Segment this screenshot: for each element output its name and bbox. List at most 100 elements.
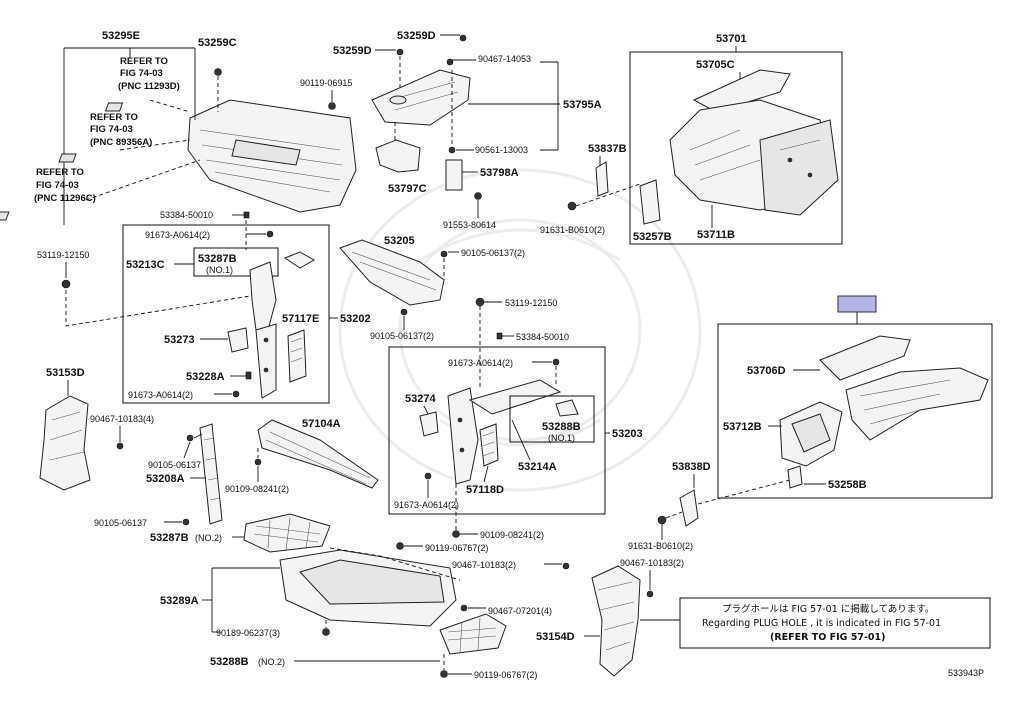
label-90467-07201[interactable]: 90467-07201(4) [488, 606, 552, 616]
box-53288b-no1 [509, 395, 595, 443]
label-53701[interactable]: 53701 [716, 33, 747, 45]
label-53797c[interactable]: 53797C [388, 183, 427, 195]
label-53214a[interactable]: 53214A [518, 461, 557, 473]
label-53257b[interactable]: 53257B [633, 231, 672, 243]
box-53287b-no1 [193, 247, 279, 277]
label-90561-13003[interactable]: 90561-13003 [475, 145, 528, 155]
label-53287b-b[interactable]: 53287B [150, 532, 189, 544]
label-90467-10183-b[interactable]: 90467-10183(2) [452, 560, 516, 570]
label-91673-a0614-d[interactable]: 91673-A0614(2) [394, 500, 459, 510]
label-53295e[interactable]: 53295E [102, 30, 140, 42]
label-53208a[interactable]: 53208A [146, 473, 185, 485]
label-91631-b0610-a[interactable]: 91631-B0610(2) [540, 225, 605, 235]
label-53838d[interactable]: 53838D [672, 461, 711, 473]
refer-2-line3[interactable]: (PNC 89356A) [90, 137, 152, 148]
label-53288b-b-no[interactable]: (NO.2) [258, 657, 285, 667]
label-53289a[interactable]: 53289A [160, 595, 199, 607]
label-91673-a0614-a[interactable]: 91673-A0614(2) [145, 230, 210, 240]
part-53153d-drawing [39, 395, 91, 491]
label-53798a[interactable]: 53798A [480, 167, 519, 179]
label-53274[interactable]: 53274 [405, 393, 436, 405]
label-90105-06137-c[interactable]: 90105-06137 [148, 460, 201, 470]
label-53202[interactable]: 53202 [340, 313, 371, 325]
label-57104a[interactable]: 57104A [302, 418, 341, 430]
part-53701-drawing [669, 69, 839, 216]
watermark-emblem [338, 168, 702, 492]
box-53203 [388, 346, 606, 515]
part-53837b-drawing [595, 161, 609, 197]
refer-2-line1[interactable]: REFER TO [90, 112, 138, 123]
part-53287b-no1-drawing [283, 251, 316, 269]
refer-2-line2[interactable]: FIG 74-03 [90, 124, 133, 135]
label-90105-06137-b[interactable]: 90105-06137(2) [370, 331, 434, 341]
part-57104a-drawing [257, 419, 379, 489]
label-90119-06767-b[interactable]: 90119-06767(2) [474, 670, 537, 680]
label-90467-10183-c[interactable]: 90467-10183(2) [620, 558, 684, 568]
part-53154d-drawing [591, 565, 641, 677]
label-53213c[interactable]: 53213C [126, 259, 165, 271]
note-box [679, 597, 991, 649]
label-90105-06137-a[interactable]: 90105-06137(2) [461, 248, 525, 258]
label-53259c[interactable]: 53259C [198, 37, 237, 49]
label-53288b-b[interactable]: 53288B [210, 656, 249, 668]
label-90189-06237[interactable]: 90189-06237(3) [216, 628, 280, 638]
label-57117e[interactable]: 57117E [282, 313, 319, 325]
part-53706d-drawing [819, 335, 989, 441]
label-90109-08241-a[interactable]: 90109-08241(2) [225, 484, 289, 494]
part-53203-drawing [447, 379, 562, 485]
label-53706d[interactable]: 53706D [747, 365, 786, 377]
part-53257b-drawing [639, 179, 661, 225]
label-53119-12150-a[interactable]: 53119-12150 [37, 250, 89, 260]
label-53288b-a-no[interactable]: (NO.1) [548, 433, 575, 443]
label-53154d[interactable]: 53154D [536, 631, 575, 643]
part-53258b-drawing [787, 465, 803, 489]
note-line3: (REFER TO FIG 57-01) [770, 632, 885, 643]
label-53203[interactable]: 53203 [612, 428, 643, 440]
label-53287b-a[interactable]: 53287B [198, 253, 237, 265]
label-57118d[interactable]: 57118D [466, 484, 504, 496]
refer-3-line3[interactable]: (PNC 11296C) [34, 193, 96, 204]
refer-1-line2[interactable]: FIG 74-03 [120, 68, 163, 79]
label-90105-06137-d[interactable]: 90105-06137 [94, 518, 147, 528]
label-53837b[interactable]: 53837B [588, 143, 627, 155]
refer-3-line2[interactable]: FIG 74-03 [36, 180, 79, 191]
label-53153d[interactable]: 53153D [46, 367, 85, 379]
label-53705c[interactable]: 53705C [696, 59, 735, 71]
label-90467-14053[interactable]: 90467-14053 [478, 54, 531, 64]
label-53259d-b[interactable]: 53259D [333, 45, 372, 57]
label-91673-a0614-b[interactable]: 91673-A0614(2) [128, 390, 193, 400]
label-53258b[interactable]: 53258B [828, 479, 867, 491]
part-53295e-drawing [187, 99, 357, 213]
label-53119-12150-b[interactable]: 53119-12150 [505, 298, 557, 308]
part-53205-drawing [339, 239, 445, 306]
note-line1: プラグホールは FIG 57-01 に掲載してあります。 [722, 603, 934, 615]
label-90109-08241-b[interactable]: 90109-08241(2) [480, 530, 544, 540]
label-91673-a0614-c[interactable]: 91673-A0614(2) [448, 358, 513, 368]
label-91553-80614[interactable]: 91553-80614 [443, 220, 496, 230]
label-533943p: 533943P [948, 668, 984, 678]
part-53838d-drawing [679, 489, 699, 527]
label-53795a[interactable]: 53795A [563, 99, 602, 111]
label-53228a[interactable]: 53228A [186, 371, 225, 383]
label-53259d-a[interactable]: 53259D [397, 30, 436, 42]
label-53384-50010-a[interactable]: 53384-50010 [160, 210, 213, 220]
label-53288b-a[interactable]: 53288B [542, 421, 581, 433]
label-53287b-a-no[interactable]: (NO.1) [206, 265, 233, 275]
label-53287b-b-no[interactable]: (NO.2) [195, 533, 222, 543]
part-53288b-no1-drawing [555, 399, 579, 417]
part-57117e-drawing [287, 329, 307, 383]
refer-1-line3[interactable]: (PNC 11293D) [118, 81, 180, 92]
refer-1-line1[interactable]: REFER TO [120, 56, 168, 67]
label-90467-10183-a[interactable]: 90467-10183(4) [90, 414, 154, 424]
label-90119-06915[interactable]: 90119-06915 [300, 78, 352, 88]
label-53273[interactable]: 53273 [164, 334, 195, 346]
label-90119-06767-a[interactable]: 90119-06767(2) [425, 543, 488, 553]
label-53711b[interactable]: 53711B [697, 229, 735, 241]
part-53798a-drawing [445, 159, 463, 191]
label-53384-50010-b[interactable]: 53384-50010 [516, 332, 569, 342]
label-53205[interactable]: 53205 [384, 235, 415, 247]
refer-3-line1[interactable]: REFER TO [36, 167, 84, 178]
label-91631-b0610-b[interactable]: 91631-B0610(2) [628, 541, 693, 551]
label-53712b[interactable]: 53712B [723, 421, 762, 433]
